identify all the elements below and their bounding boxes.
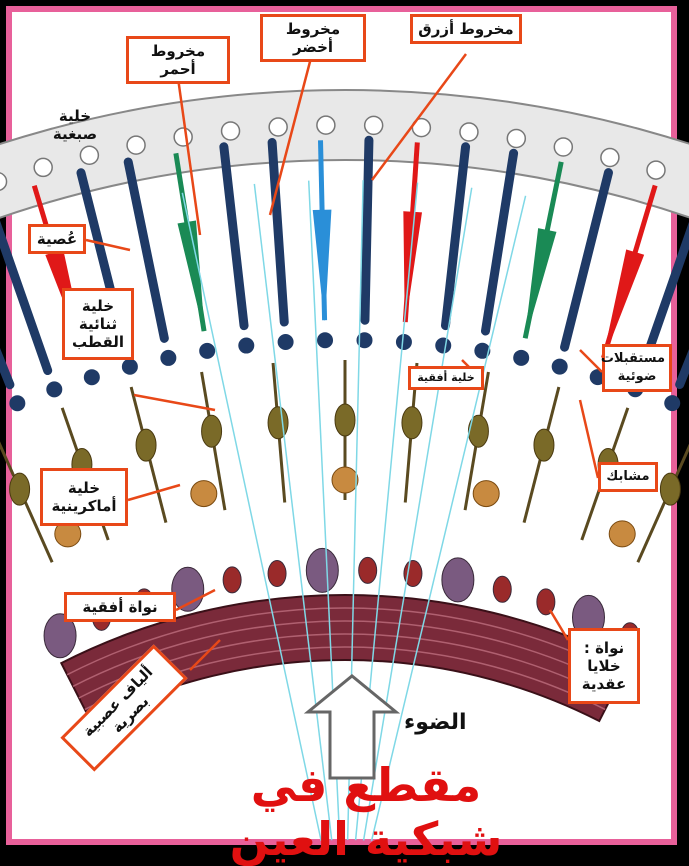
- label-red-cone-text: مخروط أحمر: [151, 42, 205, 78]
- label-pigment-cell-l2: صبغية: [42, 125, 108, 143]
- bipolar-cell: [268, 407, 288, 439]
- label-green-cone: مخروط أخضر: [260, 14, 366, 62]
- ganglion-cell: [493, 576, 511, 602]
- label-pointer-line: [580, 350, 602, 372]
- label-amacrine-l2: أماكرينية: [45, 497, 123, 515]
- receptor-nucleus: [513, 350, 529, 366]
- label-synapse: مشابك: [598, 462, 658, 492]
- label-horizontal-cell: خلية أفقية: [408, 366, 484, 390]
- light-ray: [364, 188, 472, 841]
- amacrine-cell: [609, 521, 635, 547]
- receptor-nucleus: [160, 350, 176, 366]
- label-red-cone: مخروط أحمر: [126, 36, 230, 84]
- amacrine-cell: [473, 481, 499, 507]
- label-pointer-line: [86, 240, 130, 250]
- amacrine-cell: [332, 467, 358, 493]
- pigment-cell: [554, 138, 572, 156]
- pigment-cell: [601, 149, 619, 167]
- receptor-nucleus: [396, 334, 412, 350]
- light-ray: [254, 184, 331, 840]
- ganglion-cell: [306, 548, 338, 592]
- label-pigment-cell: خلية صبغية: [38, 104, 112, 146]
- label-amacrine-l1: خلية: [45, 479, 123, 497]
- amacrine-cell: [191, 481, 217, 507]
- label-bipolar: خلية ثنائية القطب: [62, 288, 134, 360]
- bipolar-cell: [660, 473, 680, 505]
- bipolar-cell: [10, 473, 30, 505]
- label-rod-text: عُصية: [37, 230, 77, 248]
- label-bipolar-l3: القطب: [67, 333, 129, 351]
- ganglion-cell: [442, 558, 474, 602]
- light-ray: [182, 193, 321, 841]
- label-ganglion-l1: نواة :: [573, 639, 635, 657]
- pigment-cell: [174, 128, 192, 146]
- ganglion-cell: [537, 589, 555, 615]
- label-pointer-line: [580, 400, 598, 478]
- pigment-cell: [127, 136, 145, 154]
- bipolar-layer: [0, 360, 689, 562]
- diagram-title: مقطع في شبكية العين: [206, 758, 526, 866]
- ganglion-cell: [268, 561, 286, 587]
- red-cone-body: [603, 250, 643, 358]
- receptor-nucleus: [552, 359, 568, 375]
- rod-cell: [224, 147, 244, 326]
- receptor-nucleus: [435, 338, 451, 354]
- receptor-nucleus: [122, 359, 138, 375]
- pigment-cell: [460, 123, 478, 141]
- label-rod: عُصية: [28, 224, 86, 254]
- pigment-cell: [80, 146, 98, 164]
- receptor-nucleus: [199, 343, 215, 359]
- label-ganglion-l3: عقدية: [573, 675, 635, 693]
- label-ganglion: نواة : خلايا عقدية: [568, 628, 640, 704]
- label-horizontal-nucleus: نواة أفقية: [64, 592, 176, 622]
- pigment-cell: [222, 122, 240, 140]
- label-blue-cone-text: مخروط أزرق: [418, 20, 513, 38]
- receptor-nucleus: [664, 395, 680, 411]
- bipolar-cell: [534, 429, 554, 461]
- pigment-cell: [34, 158, 52, 176]
- pigment-cell: [317, 116, 335, 134]
- label-photoreceptors-l2: ضوئية: [609, 368, 665, 386]
- label-horizontal-nucleus-text: نواة أفقية: [82, 598, 157, 616]
- bipolar-cell: [136, 429, 156, 461]
- label-blue-cone: مخروط أزرق: [410, 14, 522, 44]
- label-photoreceptors-l1: مستقبلات: [609, 350, 665, 368]
- label-synapse-text: مشابك: [606, 469, 649, 484]
- label-bipolar-l2: ثنائية: [67, 315, 129, 333]
- receptor-nucleus: [84, 369, 100, 385]
- receptor-nucleus: [317, 332, 333, 348]
- label-ganglion-l2: خلايا: [573, 657, 635, 675]
- bipolar-cell: [402, 407, 422, 439]
- bipolar-cell: [202, 415, 222, 447]
- label-pointer-line: [134, 395, 215, 410]
- ganglion-cell: [359, 557, 377, 583]
- receptor-nucleus: [9, 395, 25, 411]
- receptor-nucleus: [238, 338, 254, 354]
- label-pointer-line: [128, 485, 180, 500]
- pigment-cell: [647, 161, 665, 179]
- rod-cell: [565, 173, 609, 348]
- pigment-cell: [365, 116, 383, 134]
- label-amacrine: خلية أماكرينية: [40, 468, 128, 526]
- pigment-cell: [507, 129, 525, 147]
- ganglion-cell: [223, 567, 241, 593]
- light-label: الضوء: [404, 710, 467, 735]
- rod-cell: [445, 147, 465, 326]
- label-bipolar-l1: خلية: [67, 297, 129, 315]
- green-cone-body: [525, 229, 556, 338]
- label-green-cone-text: مخروط أخضر: [286, 20, 340, 56]
- label-pigment-cell-l1: خلية: [42, 107, 108, 125]
- receptor-nucleus: [46, 381, 62, 397]
- label-horizontal-cell-text: خلية أفقية: [417, 371, 474, 384]
- receptor-nucleus: [278, 334, 294, 350]
- label-photoreceptors: مستقبلات ضوئية: [602, 344, 672, 392]
- bipolar-cell: [335, 404, 355, 436]
- pigment-cell: [269, 118, 287, 136]
- rod-cell: [365, 140, 369, 320]
